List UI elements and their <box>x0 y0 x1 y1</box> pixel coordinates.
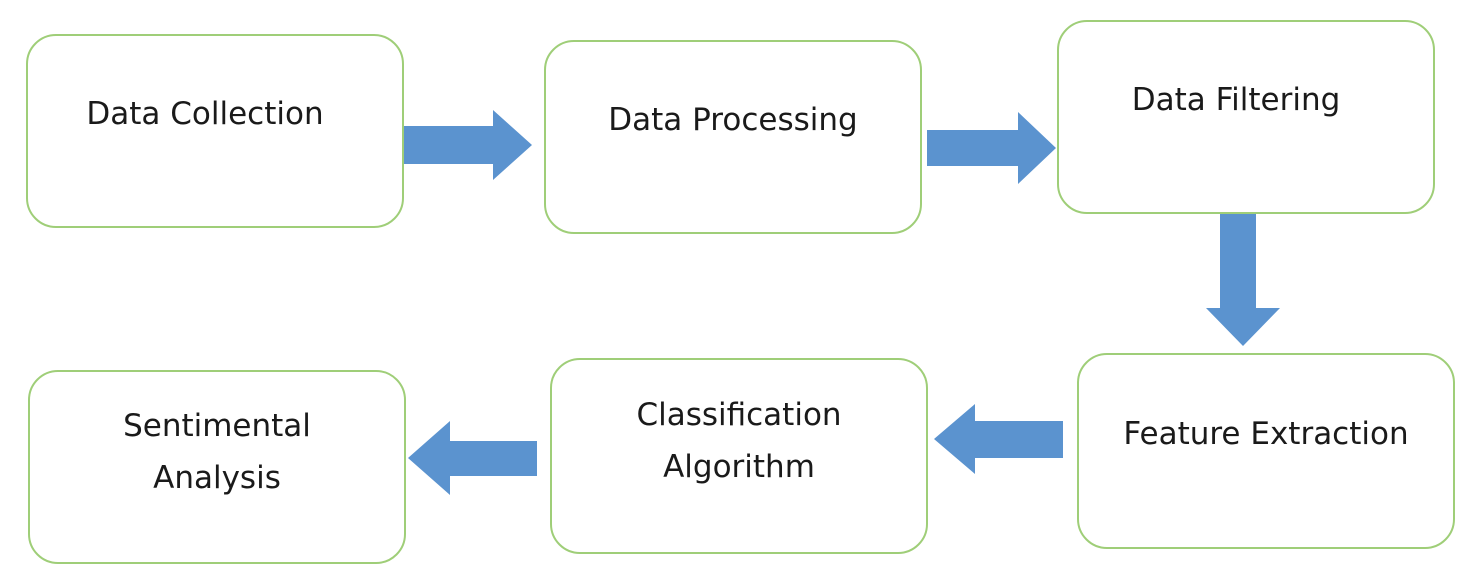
arrow-collection-to-processing <box>404 110 532 180</box>
arrow-extraction-to-classification <box>934 404 1063 474</box>
arrow-processing-to-filtering <box>927 112 1056 184</box>
node-label: Data Collection <box>86 96 324 132</box>
node-data-filtering: Data Filtering <box>1057 20 1435 214</box>
node-label: Feature Extraction <box>1123 416 1409 452</box>
node-classification-algorithm: Classification Algorithm <box>550 358 928 554</box>
arrow-filtering-to-extraction <box>1206 214 1280 346</box>
arrow-classification-to-sentimental <box>408 421 537 495</box>
node-label: Classification Algorithm <box>636 397 842 485</box>
node-data-collection: Data Collection <box>26 34 404 228</box>
node-sentimental-analysis: Sentimental Analysis <box>28 370 406 564</box>
node-label: Data Filtering <box>1131 82 1341 118</box>
node-label: Data Processing <box>608 102 858 138</box>
node-feature-extraction: Feature Extraction <box>1077 353 1455 549</box>
node-data-processing: Data Processing <box>544 40 922 234</box>
node-label: Sentimental Analysis <box>123 408 311 496</box>
